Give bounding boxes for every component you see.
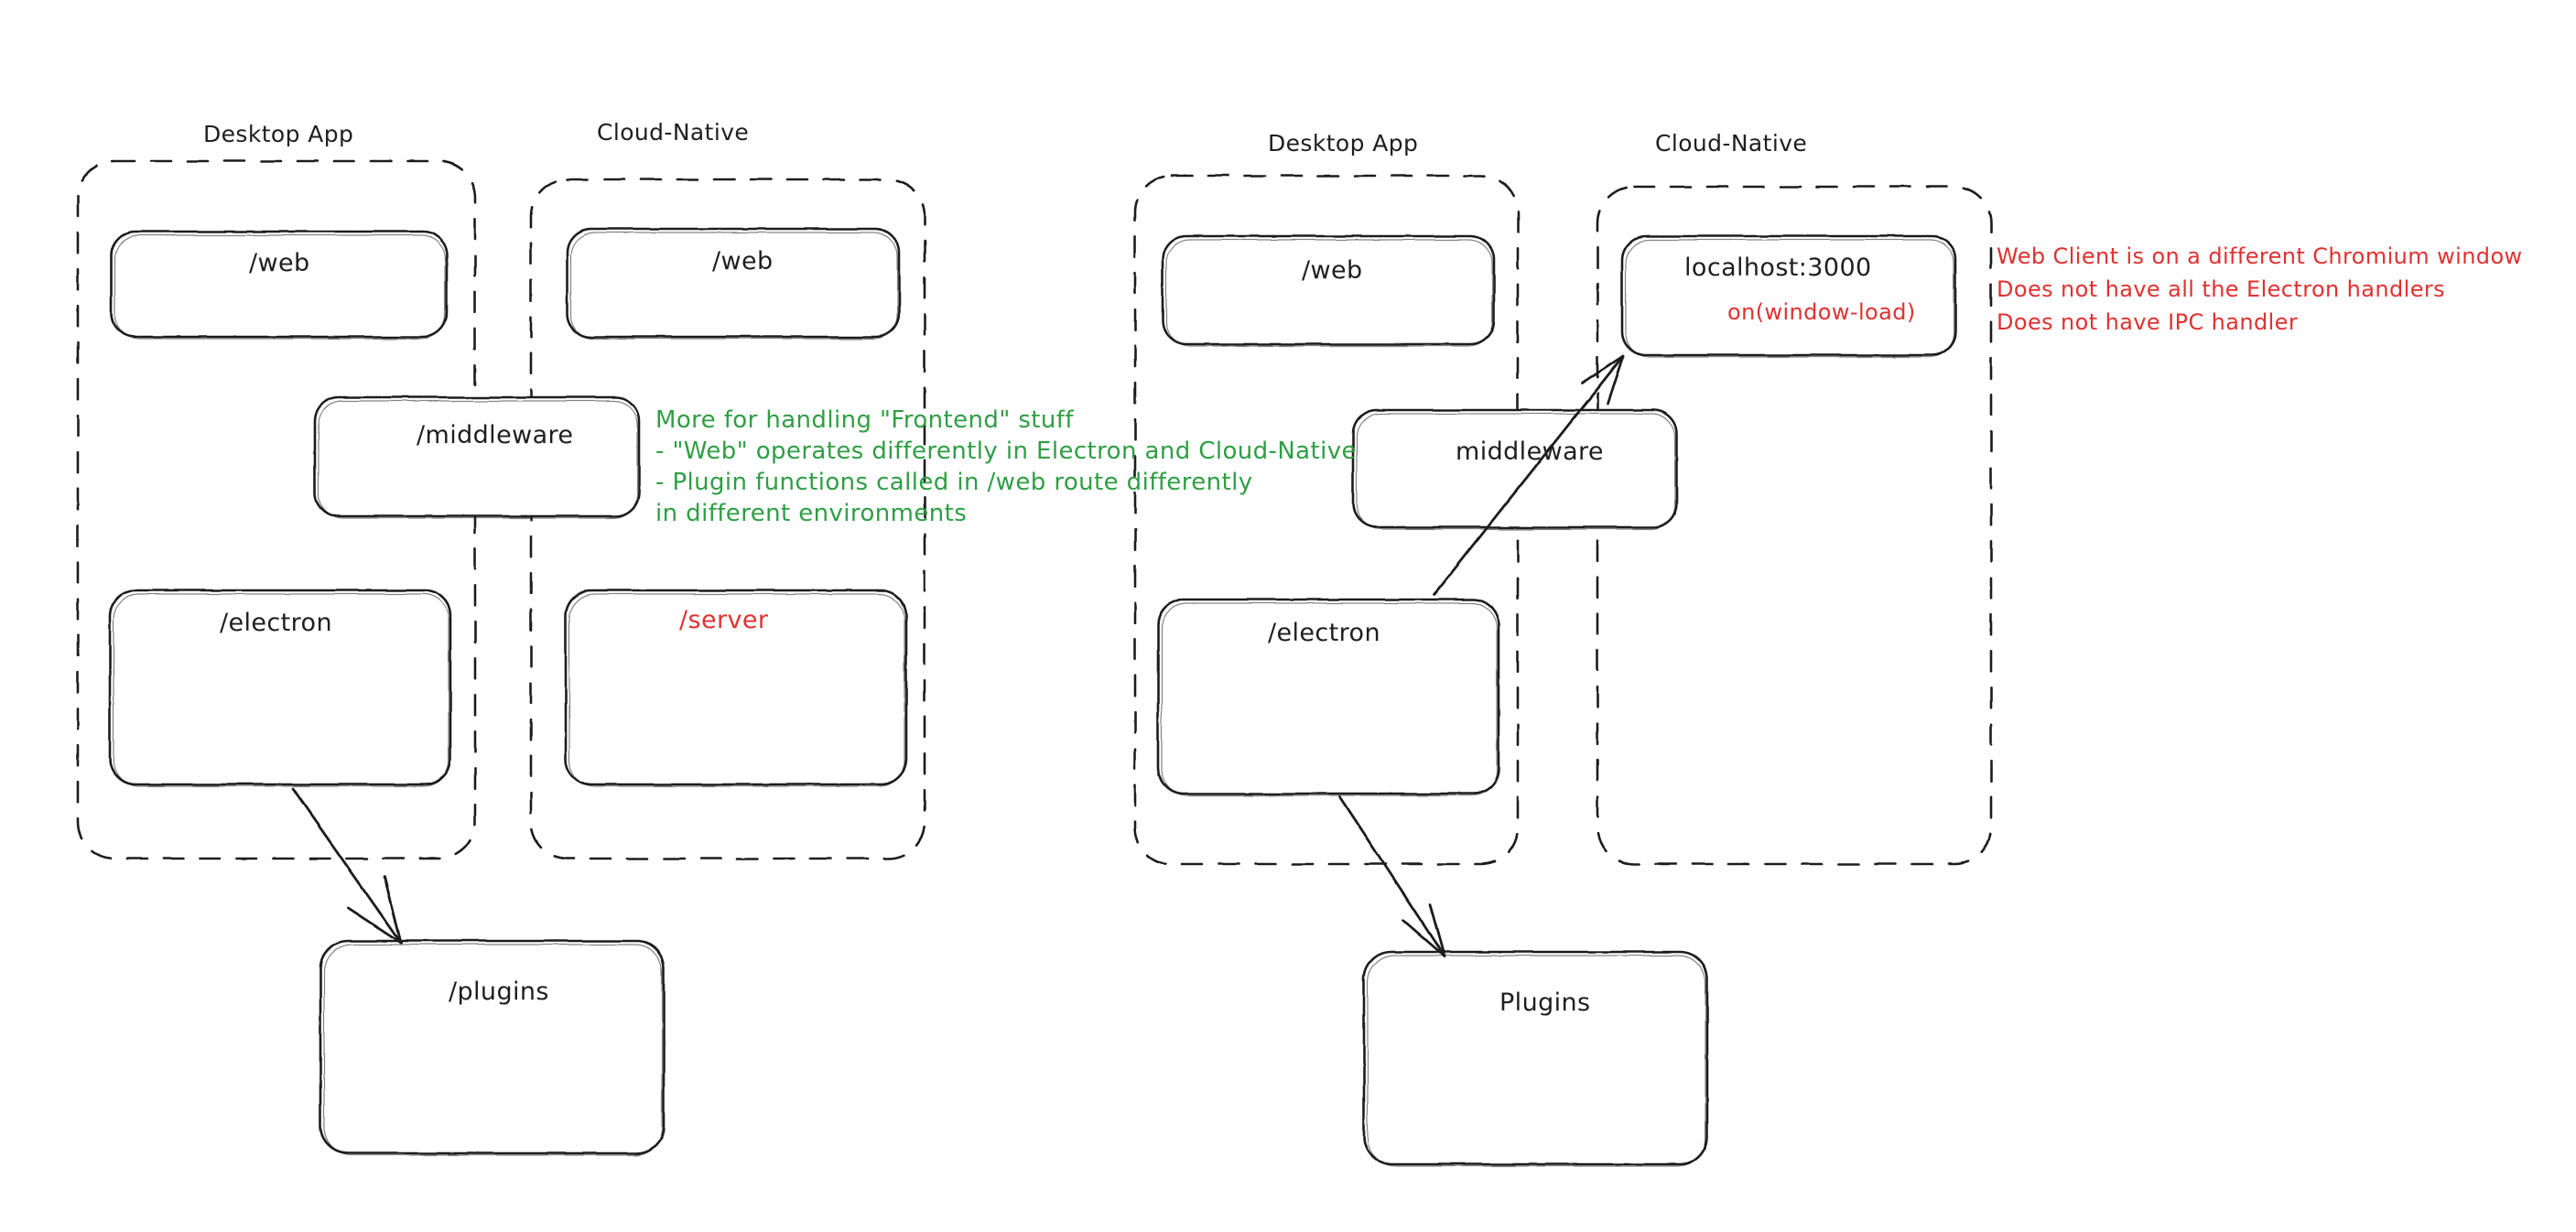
node-label-right-middleware: middleware <box>1456 438 1604 466</box>
node-label-right-localhost: localhost:3000 <box>1684 254 1872 282</box>
node-label-left-web-desktop: /web <box>249 249 310 277</box>
node-label-left-server: /server <box>679 606 769 634</box>
node-right-plugins[interactable] <box>1362 950 1709 1167</box>
right-diagram-group <box>1133 174 1993 1167</box>
edge-left-electron-to-plugins <box>291 787 403 945</box>
annotation-green-line-4: in different environments <box>655 500 968 527</box>
left-diagram-group <box>76 159 926 1156</box>
node-right-web[interactable] <box>1161 234 1496 347</box>
group-left-cloud-native <box>529 178 926 860</box>
edge-right-electron-to-plugins <box>1337 794 1446 958</box>
annotation-red-line-3: Does not have IPC handler <box>1997 309 2299 335</box>
group-left-desktop-app <box>76 159 477 860</box>
node-left-server[interactable] <box>564 589 908 787</box>
node-label-left-plugins: /plugins <box>449 978 549 1006</box>
edge-right-electron-to-localhost <box>1432 354 1625 597</box>
node-right-electron[interactable] <box>1156 598 1500 796</box>
node-left-middleware[interactable] <box>313 395 641 519</box>
node-right-middleware[interactable] <box>1351 408 1679 530</box>
node-label-left-web-cloud: /web <box>712 247 774 276</box>
annotation-green-line-1: More for handling "Frontend" stuff <box>655 406 1074 434</box>
node-label-right-plugins: Plugins <box>1499 989 1591 1017</box>
node-label-left-middleware: /middleware <box>417 421 574 449</box>
node-sublabel-right-localhost-on-window-load: on(window-load) <box>1727 299 1916 325</box>
group-label-left-desktop-app: Desktop App <box>203 121 354 147</box>
node-left-web-cloud[interactable] <box>566 227 901 340</box>
node-label-right-web: /web <box>1302 256 1363 285</box>
node-left-web-desktop[interactable] <box>110 230 449 340</box>
annotation-green-line-3: - Plugin functions called in /web route … <box>655 469 1253 496</box>
group-right-cloud-native <box>1596 185 1993 866</box>
node-right-localhost[interactable] <box>1620 234 1957 358</box>
annotation-red-line-2: Does not have all the Electron handlers <box>1997 276 2446 302</box>
node-left-electron[interactable] <box>108 589 452 787</box>
node-label-right-electron: /electron <box>1268 619 1380 647</box>
group-label-left-cloud-native: Cloud-Native <box>597 119 750 146</box>
group-label-right-cloud-native: Cloud-Native <box>1655 130 1808 157</box>
annotation-green-line-2: - "Web" operates differently in Electron… <box>655 438 1357 465</box>
annotation-red-line-1: Web Client is on a different Chromium wi… <box>1997 243 2523 269</box>
node-label-left-electron: /electron <box>220 609 332 637</box>
group-label-right-desktop-app: Desktop App <box>1268 130 1419 157</box>
node-left-plugins[interactable] <box>319 939 666 1156</box>
